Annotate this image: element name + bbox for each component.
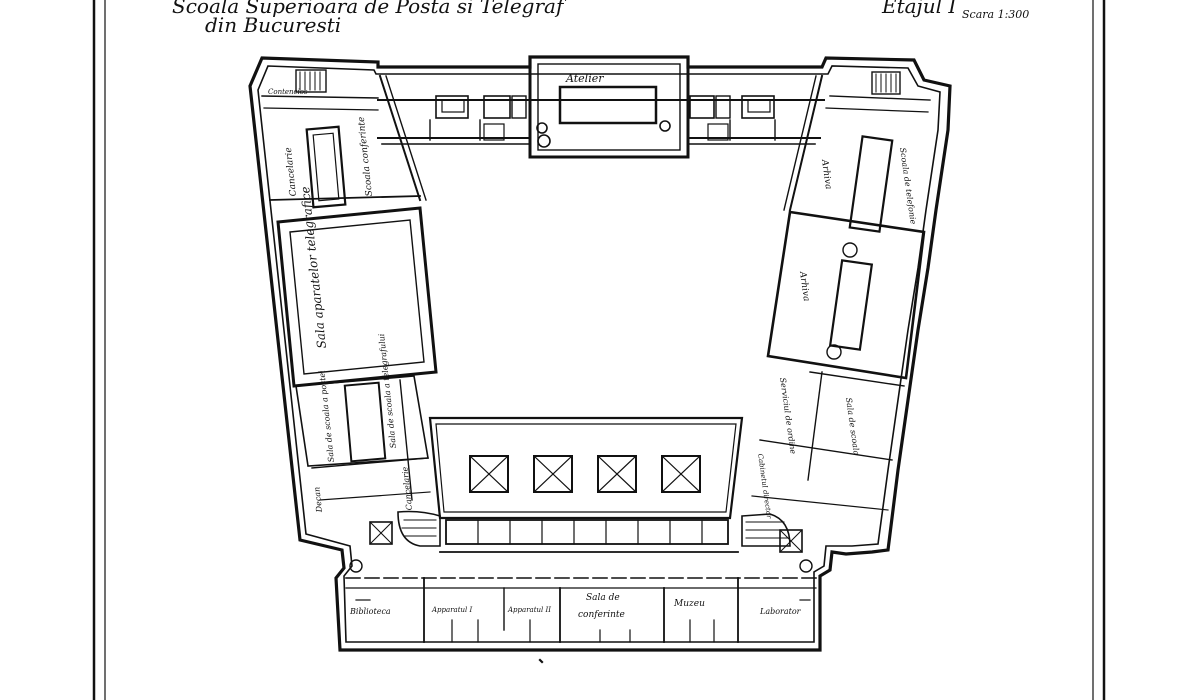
left-wing (261, 69, 441, 547)
label-sala-aparatelor: Sala aparatelor telegrafice (298, 186, 329, 349)
stair-bottom-right (741, 513, 803, 553)
label-laborator: Laborator (759, 607, 802, 616)
header-scale-label: Scara 1:300 (962, 8, 1030, 21)
top-wing-rooms (429, 95, 776, 141)
label-sala-scoala-right: Sala de scoala (844, 397, 861, 456)
label-cancelarie: Cancelarie (400, 466, 414, 511)
right-wing (741, 71, 931, 553)
label-cabinet-director: Cabinetul director (756, 453, 773, 519)
label-decan: Decan (312, 486, 324, 513)
label-contencios: Contencios (268, 88, 308, 96)
telegraph-hall (269, 195, 438, 388)
stair-top-left (295, 69, 327, 93)
courtyard (428, 416, 744, 553)
skylights (469, 455, 701, 493)
label-atelier: Atelier (565, 72, 604, 85)
label-apparatul-i: Apparatul I (431, 606, 472, 614)
label-sala-conferinte-1: Sala de (586, 593, 620, 603)
label-arhiva-2: Arhiva (797, 270, 811, 302)
stair-top-right (871, 71, 901, 95)
atelier-room (528, 55, 690, 159)
bottom-wing (345, 559, 817, 664)
label-biblioteca: Biblioteca (349, 607, 391, 616)
corridor-bays (439, 519, 739, 553)
building-outline (248, 55, 952, 652)
header-title-line1: Scoala Superioara de Posta si Telegraf (172, 0, 564, 18)
sheet-border (92, 0, 1106, 700)
label-arhiva-right: Arhiva (819, 158, 833, 190)
label-sala-conferinte-2: conferinte (578, 610, 625, 620)
label-muzeu: Muzeu (673, 599, 705, 609)
stair-bottom-left (369, 510, 441, 547)
header-floor-label: Etajul I (882, 0, 957, 18)
label-cancelarie-left: Cancelarie (284, 147, 299, 197)
header-title-line2: din Bucuresti (205, 13, 342, 37)
label-scoala-telefonie: Scoala de telefonie (898, 147, 918, 225)
label-apparatul-ii: Apparatul II (507, 606, 551, 614)
label-scoala-conferinte-left: Scoala conferinte (357, 116, 375, 197)
